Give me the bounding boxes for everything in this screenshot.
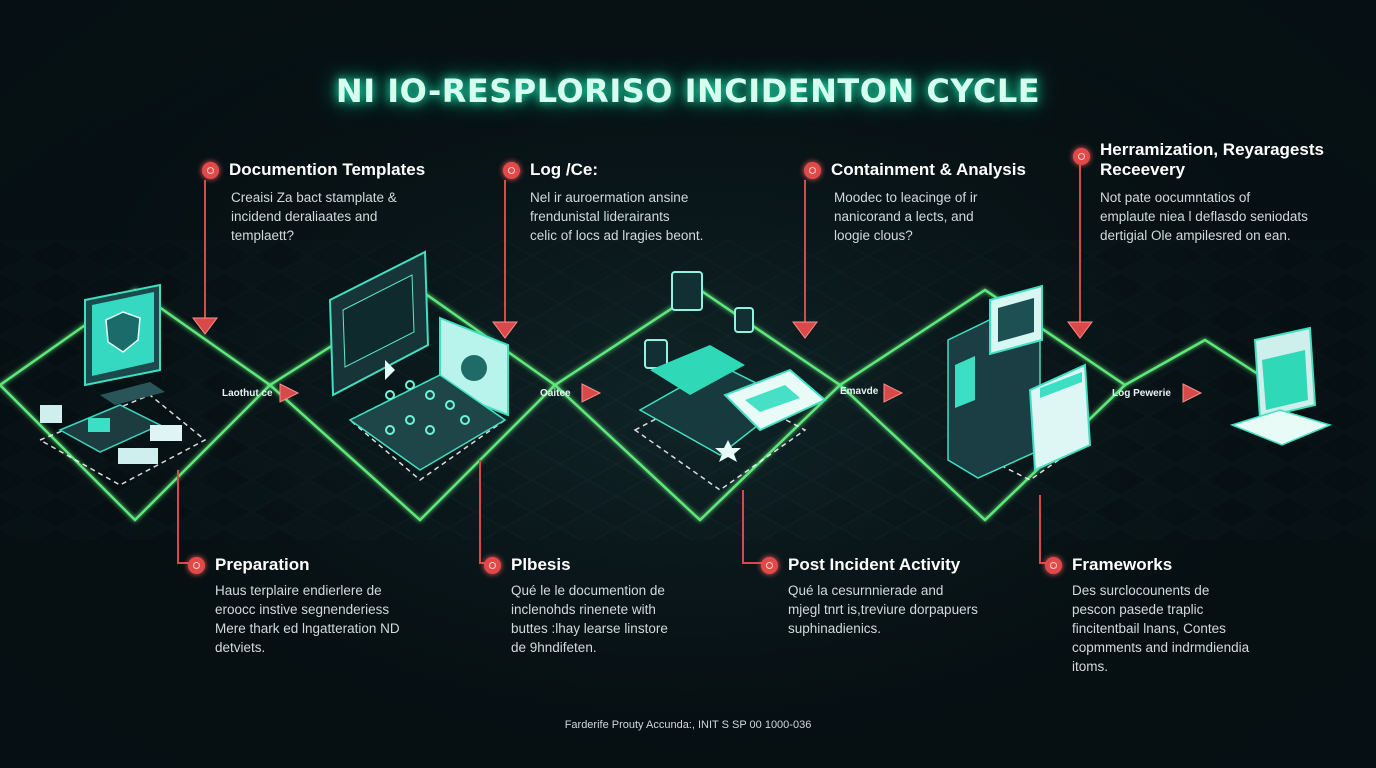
card-heading: Documention Templates	[229, 160, 426, 179]
step-badge-icon	[484, 556, 501, 574]
card-containment-analysis: Containment & Analysis Moodec to leacing…	[804, 160, 1064, 245]
card-line: copmments and indrmdiendia	[1072, 640, 1250, 655]
card-heading: Herramization, Reyaragests Receevery	[1100, 140, 1324, 180]
card-line: pescon pasede traplic	[1072, 602, 1204, 617]
card-heading: Frameworks	[1072, 555, 1173, 574]
platform-dash-1	[38, 394, 207, 486]
card-line: nanicorand a lects, and	[834, 209, 974, 224]
card-line: Nel ir auroermation ansine	[530, 190, 689, 205]
card-line: itoms.	[1072, 659, 1109, 674]
card-preparation: Preparation Haus terplaire endierlere de…	[188, 555, 448, 657]
step-badge-icon	[202, 161, 219, 179]
card-line: eroocc instive segnenderiess	[215, 602, 390, 617]
node-label-3: Emavde	[840, 386, 879, 397]
card-frameworks: Frameworks Des surclocounents de pescon …	[1045, 555, 1325, 676]
card-heading-line: Receevery	[1100, 160, 1186, 179]
step-badge-icon	[1045, 556, 1062, 574]
node-label-2: Oaitee	[540, 388, 571, 399]
card-line: Not pate oocumntatios of	[1100, 190, 1251, 205]
card-line: celic of locs ad lragies beont.	[530, 228, 704, 243]
connector-arrows-top	[192, 317, 1093, 339]
card-line: frendunistal liderairants	[530, 209, 670, 224]
card-line: Mere thark ed lngatteration ND	[215, 621, 400, 636]
laptop-icon	[1229, 326, 1333, 446]
card-heading: Containment & Analysis	[831, 160, 1026, 179]
card-heading: Plbesis	[511, 555, 571, 574]
server-tower-icon	[947, 284, 1092, 479]
card-heading-line: Herramization, Reyaragests	[1100, 140, 1324, 159]
card-recovery: Herramization, Reyaragests Receevery Not…	[1073, 140, 1363, 245]
footer-note: Farderife Prouty Accunda:, INIT S SP 00 …	[564, 719, 812, 731]
card-log-ce: Log /Ce: Nel ir auroermation ansine fren…	[503, 160, 763, 245]
connector-lines-top	[204, 165, 1081, 325]
card-line: incidend deraliaates and	[231, 209, 378, 224]
card-line: Des surclocounents de	[1072, 583, 1210, 598]
card-documention-templates: Documention Templates Creaisi Za bact st…	[202, 160, 472, 245]
card-line: Qué la cesurnnierade and	[788, 583, 944, 598]
node-label-1: Laothut ce	[222, 388, 273, 399]
node-arrows	[279, 383, 1203, 403]
card-line: suphinadienics.	[788, 621, 882, 636]
dashboard-tablet-icon	[638, 271, 827, 462]
card-heading: Post Incident Activity	[788, 555, 961, 574]
card-line: de 9hndifeten.	[511, 640, 597, 655]
card-line: loogie clous?	[834, 228, 913, 243]
card-line: Moodec to leacinge of ir	[834, 190, 978, 205]
card-heading: Preparation	[215, 555, 310, 574]
card-line: mjegl tnrt is,treviure dorpapuers	[788, 602, 978, 617]
node-label-4: Log Pewerie	[1112, 388, 1171, 399]
circuit-board-icon	[328, 250, 509, 471]
card-line: dertigial Ole ampilesred on ean.	[1100, 228, 1291, 243]
card-line: detviets.	[215, 640, 266, 655]
card-plbesis: Plbesis Qué le le documention de incleno…	[484, 555, 744, 657]
card-line: templaett?	[231, 228, 295, 243]
step-badge-icon	[1073, 148, 1090, 165]
connector-lines-bottom	[177, 460, 1055, 564]
shield-monitor-icon	[40, 283, 182, 464]
card-line: Qué le le documention de	[511, 583, 665, 598]
card-post-incident-activity: Post Incident Activity Qué la cesurnnier…	[761, 555, 1041, 638]
card-line: fincitentbail lnans, Contes	[1072, 621, 1226, 636]
card-heading: Log /Ce:	[530, 160, 598, 179]
step-badge-icon	[188, 556, 205, 574]
card-line: inclenohds rinenete with	[511, 602, 656, 617]
step-badge-icon	[503, 161, 520, 179]
card-line: Creaisi Za bact stamplate &	[231, 190, 397, 205]
page-title: NI IO-RESPLORISO INCIDENTON CYCLE	[335, 72, 1041, 110]
card-line: buttes :lhay learse linstore	[511, 621, 668, 636]
card-line: emplaute niea l deflasdo seniodats	[1100, 209, 1308, 224]
card-line: Haus terplaire endierlere de	[215, 583, 382, 598]
step-badge-icon	[761, 556, 778, 574]
step-badge-icon	[804, 161, 821, 179]
